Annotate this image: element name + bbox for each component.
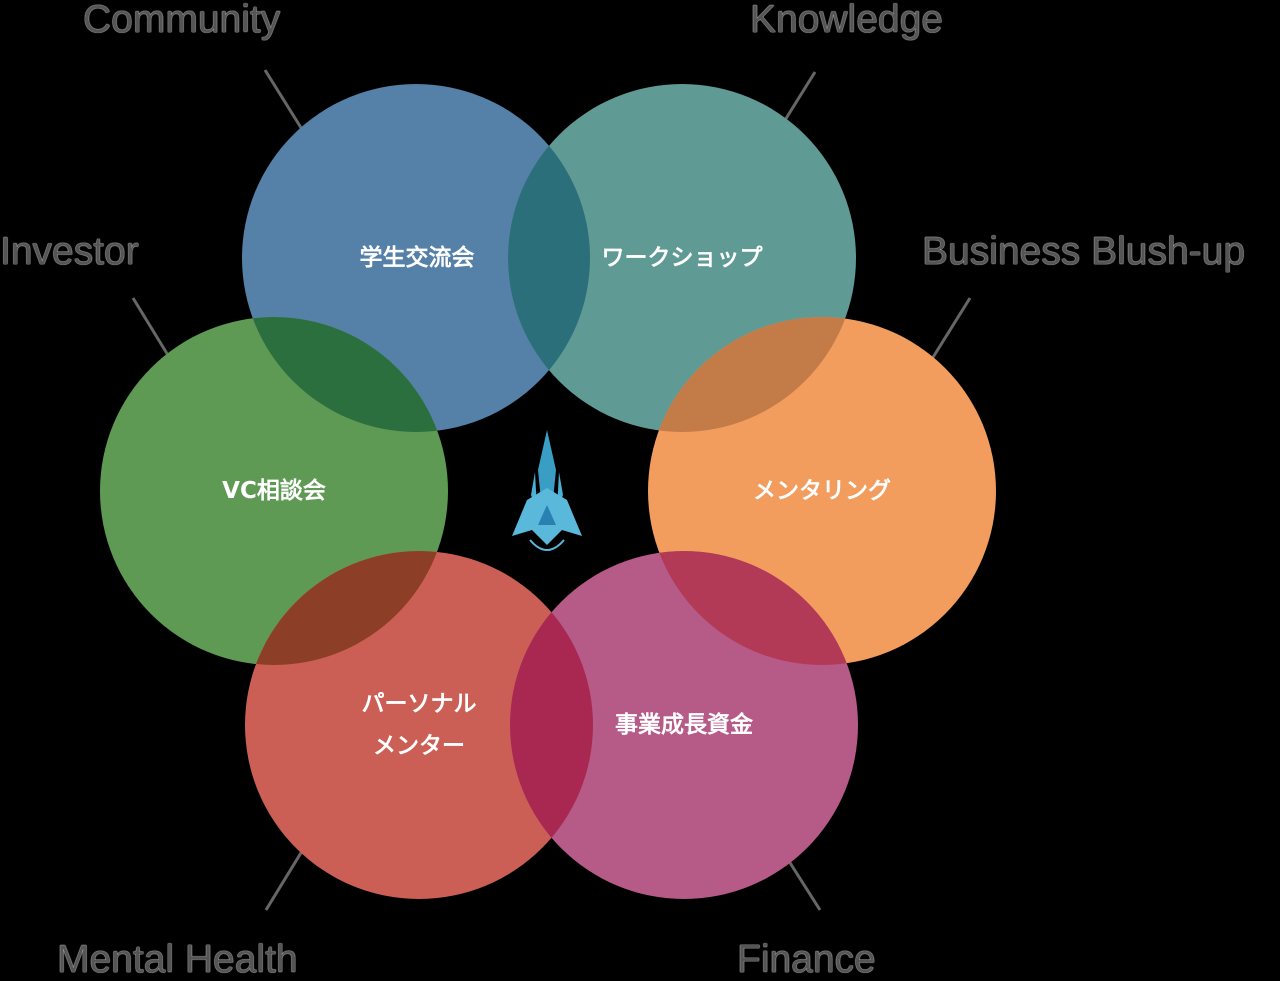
item-vc-consultation: VC相談会 xyxy=(222,478,326,504)
item-student-exchange: 学生交流会 xyxy=(359,245,475,271)
item-personal-mentor-line2: メンター xyxy=(373,733,465,759)
item-growth-funding: 事業成長資金 xyxy=(615,712,753,738)
item-mentoring: メンタリング xyxy=(753,478,891,504)
label-finance: Finance xyxy=(737,938,876,981)
overlap-investor-mental xyxy=(245,551,448,665)
label-investor: Investor xyxy=(0,230,139,273)
item-personal-mentor: パーソナル メンター xyxy=(362,683,477,767)
overlap-community-investor xyxy=(242,317,448,432)
overlap-business-finance xyxy=(648,551,858,665)
label-community: Community xyxy=(83,0,281,41)
label-mental-health: Mental Health xyxy=(57,938,298,981)
overlap-knowledge-business xyxy=(648,317,856,432)
item-workshop: ワークショップ xyxy=(601,245,763,271)
label-business-blush-up: Business Blush-up xyxy=(922,230,1246,273)
item-personal-mentor-line1: パーソナル xyxy=(361,691,477,717)
label-knowledge: Knowledge xyxy=(750,0,943,41)
rocket-logo xyxy=(512,430,582,551)
